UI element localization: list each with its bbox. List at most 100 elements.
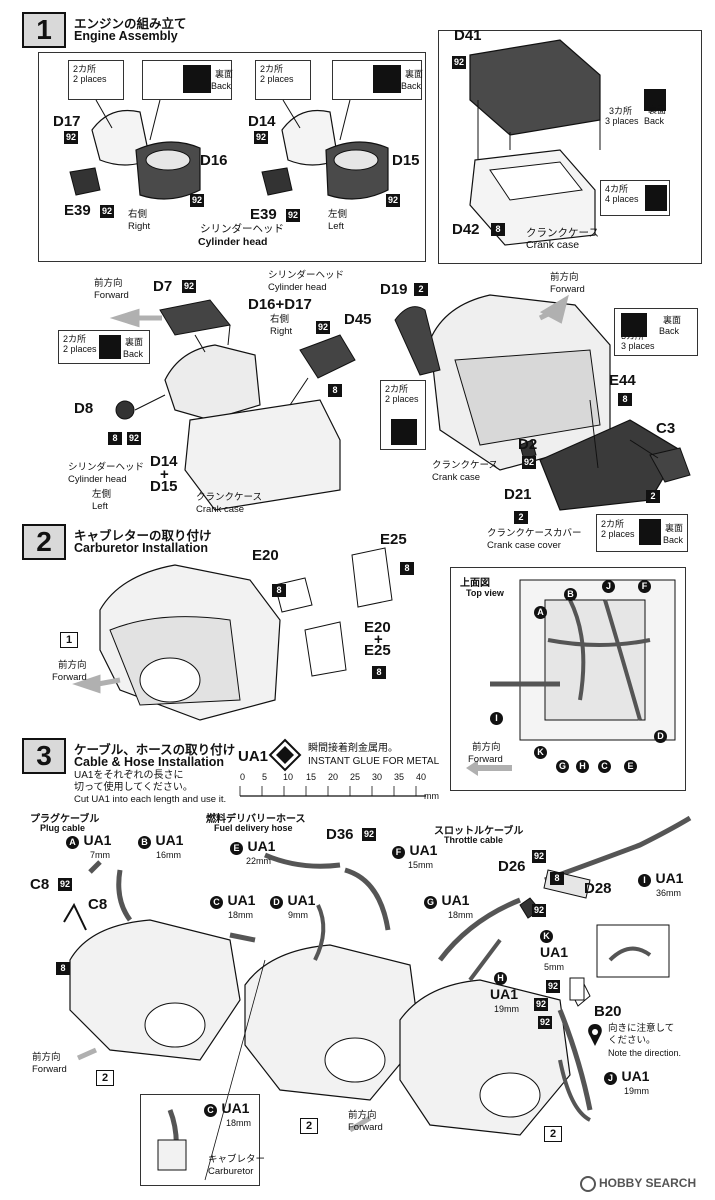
ua1-c-label: C UA1 [210,892,255,910]
back-jp: 裏面 [648,105,667,115]
forward-en: Forward [52,672,87,683]
ua1-k-name: UA1 [540,944,569,960]
back-en: Back [644,116,665,126]
pattern-icon [391,419,417,445]
crank-case-jp: クランクケース [526,227,599,239]
part-b20: B20 [594,1003,622,1020]
paint-8: 8 [372,666,386,679]
paint-92: 92 [254,131,268,144]
forward-en: Forward [32,1064,67,1075]
right-jp: 右側 [128,209,148,220]
crank-case-en: Crank case [432,472,481,483]
part-d2: D2 [518,436,538,453]
ua1-h-name: UA1 [490,986,519,1002]
back-jp: 裏面 [215,69,234,79]
pattern-icon [373,65,401,93]
direction-jp-1: 向きに注意して [608,1023,675,1034]
crank-case-box [438,30,702,264]
cylinder-head-en: Cylinder head [198,236,268,248]
part-e25: E25 [364,642,391,659]
step-1-title-jp: エンジンの組み立て [74,17,187,31]
glue-icon [268,738,302,772]
back-note: 裏面 Back [602,85,668,129]
top-view-box [450,567,686,791]
direction-en: Note the direction. [608,1048,682,1058]
paint-62: 92 [534,998,548,1011]
pattern-icon [639,519,661,545]
glue-en: INSTANT GLUE FOR METAL [308,756,440,767]
cylinder-head-en: Cylinder head [68,474,127,485]
throttle-jp: スロットルケーブル [434,822,523,837]
pattern-icon [645,185,667,211]
paint-8: 8 [272,584,286,597]
watermark-logo-icon [580,1176,596,1192]
step-3-number: 3 [22,738,66,774]
right-jp: 右側 [270,314,290,325]
part-e25: E25 [380,531,407,548]
pattern-icon [183,65,211,93]
back-jp: 裏面 [663,315,682,325]
step-2-number: 2 [22,524,66,560]
hose-letter-c: C [598,760,611,773]
pattern-icon [644,89,666,111]
engine-subassembly-box [38,52,426,262]
top-view-jp-text: 上面図 [460,578,490,589]
ua1-d-size: 9mm [288,910,308,920]
direction-jp-2: ください。 [608,1035,656,1046]
cut-note-jp-1: UA1をそれぞれの長さに [74,770,184,781]
ua1-name: UA1 [83,832,112,848]
cylinder-head-jp: シリンダーヘッド [200,223,284,235]
ua1-c2-label: C UA1 [204,1100,249,1118]
ua1-a-size: 7mm [90,850,110,860]
part-e39: E39 [250,206,277,223]
part-d14: D14 [150,453,178,470]
ruler-tick-label: 30 [372,772,383,782]
ua1-b-label: B UA1 [138,832,183,850]
crank-case-en: Crank case [526,239,580,251]
hose-letter-c: C [204,1104,217,1117]
step-2-title-jp: キャブレターの取り付け [74,529,212,543]
plus-sign: + [160,466,169,483]
place-count-en: 3 places [605,116,639,126]
crank-case-cover-jp: クランクケースカバー [487,528,582,539]
ua1-g-size: 18mm [448,910,474,920]
ua1-name: UA1 [155,832,184,848]
part-d17: D17 [53,113,81,130]
place-count-jp: 2カ所 [63,334,87,344]
place-count-en: 2 places [385,394,419,404]
ua1-k-label: K [540,926,553,944]
forward-jp: 前方向 [348,1110,377,1121]
part-d19: D19 [380,281,408,298]
hose-letter-d: D [654,730,667,743]
hose-letter-d: D [270,896,283,909]
forward-jp: 前方向 [94,278,123,289]
ua1-name: UA1 [655,870,684,886]
cylinder-head-jp: シリンダーヘッド [268,270,345,281]
hose-letter-a: A [534,606,547,619]
hose-letter-c: C [210,896,223,909]
part-d42: D42 [452,221,480,238]
hose-letter-j: J [602,580,615,593]
left-jp: 左側 [92,489,112,500]
forward-en: Forward [348,1122,383,1133]
place-count-en: 3 places [621,341,655,351]
carburetor-en: Carburetor [208,1166,254,1177]
ua1-c-size: 18mm [228,910,254,920]
hose-letter-a: A [66,836,79,849]
ruler-ticks: 0 5 10 15 20 25 30 35 40 [236,772,436,784]
ruler-tick-label: 25 [350,772,361,782]
hose-letter-e: E [624,760,637,773]
left-en: Left [328,221,344,232]
back-en: Back [663,535,684,545]
hose-letter-e: E [230,842,243,855]
part-e20: E20 [252,547,279,564]
part-d21: D21 [504,486,532,503]
hose-letter-b: B [564,588,577,601]
plus-sign: + [374,631,383,648]
forward-en: Forward [468,754,503,765]
ref-step-1: 1 [60,632,78,648]
back-jp: 裏面 [125,337,144,347]
place-count-jp: 2カ所 [601,519,625,529]
